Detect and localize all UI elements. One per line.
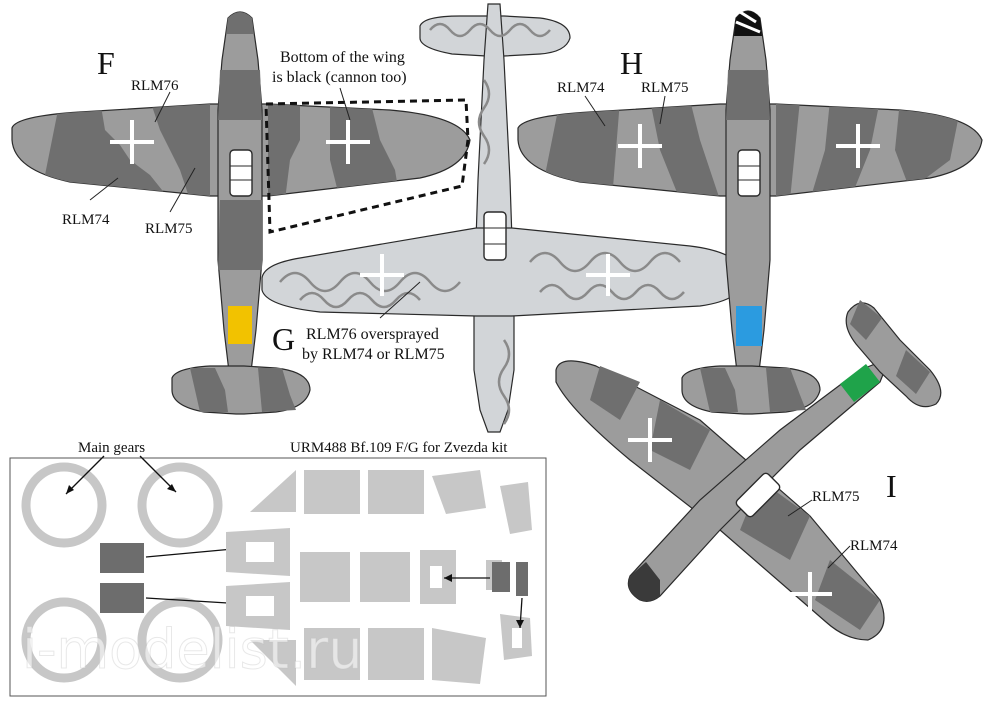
aircraft-g: G RLM76 oversprayed by RLM74 or RLM75 [261,3,747,433]
mask-dark-piece-1 [100,543,144,573]
variant-h-letter: H [620,45,643,81]
i-label-rlm74: RLM74 [850,538,898,554]
main-gear-rings [21,462,223,683]
aircraft-i-cross-bottom [788,572,832,616]
aircraft-g-squiggle [279,22,685,425]
i-label-rlm75: RLM75 [812,489,860,505]
mask-frame-openings [246,542,522,648]
g-note-line1: RLM76 oversprayed [306,326,439,343]
aircraft-g-cross-left [360,254,404,296]
watermark: i-modelist.ru [22,618,363,681]
aircraft-h-cross-left [618,124,662,168]
aircraft-f-yellow-band [228,306,252,344]
aircraft-f-cross-right [326,120,370,164]
h-label-rlm74: RLM74 [557,80,605,96]
f-note-line1: Bottom of the wing [280,49,405,66]
aircraft-h-cross-right [836,124,880,168]
aircraft-f-cross-left [110,120,154,164]
f-label-rlm74: RLM74 [62,212,110,228]
mask-dark-piece-3 [492,562,510,592]
aircraft-h-blue-band [736,306,762,346]
f-label-rlm75: RLM75 [145,221,193,237]
aircraft-i-cross-top [628,418,672,462]
variant-f-letter: F [97,45,115,81]
main-gears-label: Main gears [78,440,145,456]
f-note-line2: is black (cannon too) [272,69,407,86]
variant-i-letter: I [886,468,897,504]
f-label-rlm76: RLM76 [131,78,179,94]
mask-dark-piece-2 [100,583,144,613]
h-label-rlm75: RLM75 [641,80,689,96]
variant-g-letter: G [272,321,295,357]
aircraft-i: I RLM75 RLM74 [555,300,942,641]
g-note-line2: by RLM74 or RLM75 [302,346,445,363]
mask-sheet-title: URM488 Bf.109 F/G for Zvezda kit [290,440,508,456]
aircraft-f: F RLM76 RLM74 RLM75 Bottom of the wing i… [11,11,471,415]
aircraft-f-underside-outline [264,98,470,234]
aircraft-g-cross-right [586,254,630,296]
mask-sheet: URM488 Bf.109 F/G for Zvezda kit Main ge… [9,440,547,697]
mask-dark-piece-4 [516,562,528,596]
aircraft-h: H RLM74 RLM75 [517,10,983,415]
aircraft-i-green-band [840,364,880,402]
